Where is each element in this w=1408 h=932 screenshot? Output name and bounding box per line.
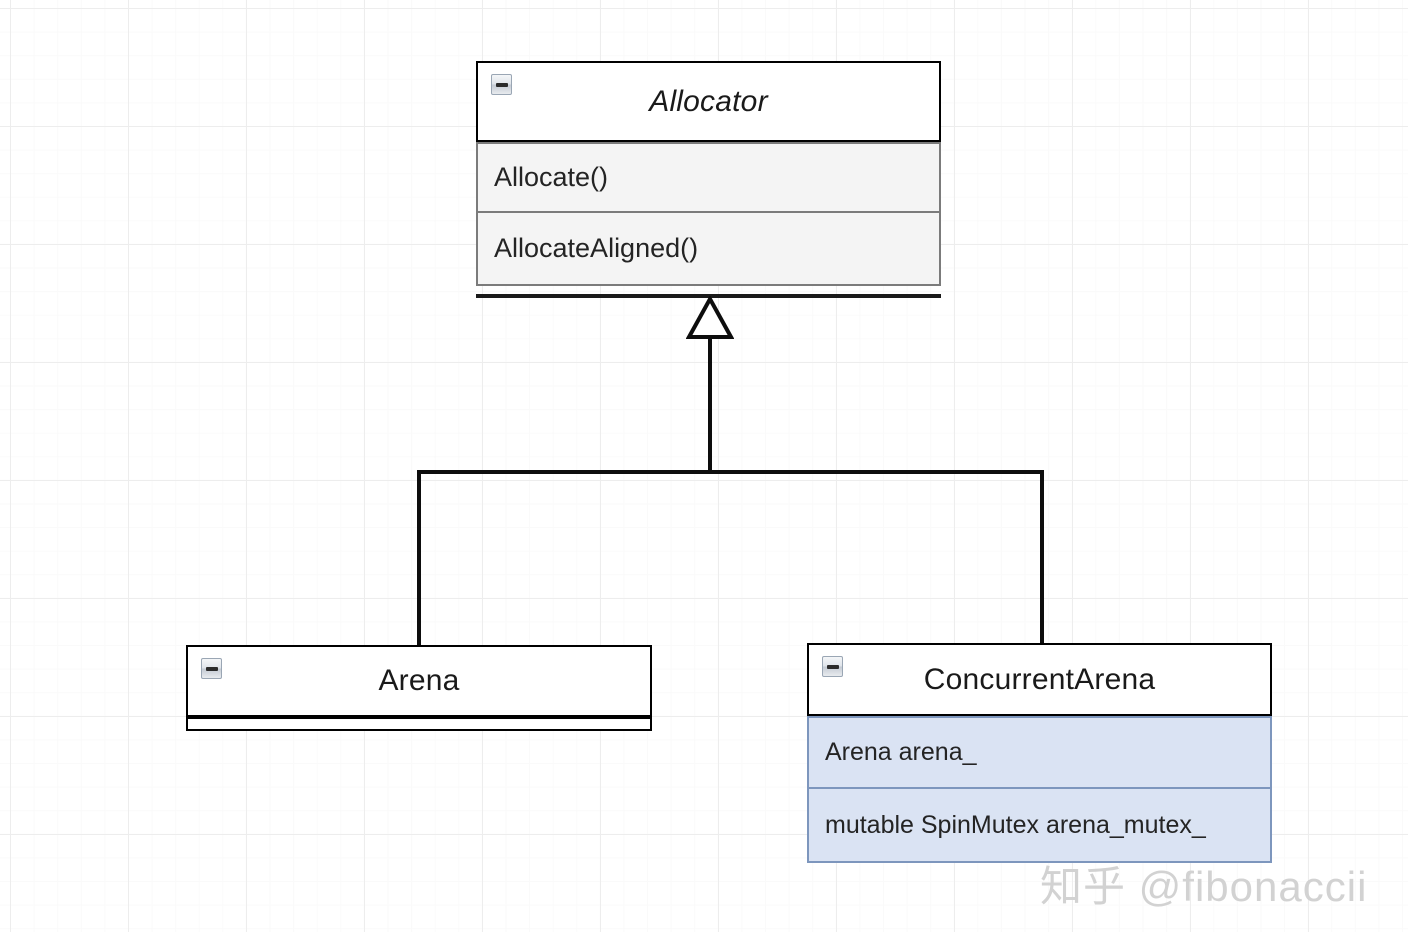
watermark: 知乎 @fibonaccii <box>1040 863 1368 910</box>
member-label: AllocateAligned() <box>494 233 699 263</box>
connector-drop-arena <box>417 470 421 648</box>
minus-icon[interactable] <box>491 74 512 95</box>
hollow-triangle-icon <box>685 294 735 339</box>
class-header-allocator: Allocator <box>476 61 941 142</box>
generalization-arrowhead <box>685 294 735 340</box>
connector-bus <box>417 470 1044 474</box>
class-header-arena: Arena <box>186 645 652 717</box>
connector-stem <box>708 336 712 473</box>
attribute-label: Arena arena_ <box>825 738 977 766</box>
class-empty-compartment <box>186 717 652 731</box>
class-member-row: Allocate() <box>476 142 941 213</box>
class-attribute-row: mutable SpinMutex arena_mutex_ <box>807 789 1272 863</box>
class-header-concurrent-arena: ConcurrentArena <box>807 643 1272 716</box>
class-name-arena: Arena <box>378 664 460 697</box>
class-name-allocator: Allocator <box>649 84 768 118</box>
class-box-arena[interactable]: Arena <box>186 645 652 731</box>
member-label: Allocate() <box>494 162 609 192</box>
class-attribute-row: Arena arena_ <box>807 716 1272 789</box>
class-member-row: AllocateAligned() <box>476 213 941 286</box>
class-bottom-rule <box>476 294 941 298</box>
minus-icon[interactable] <box>822 656 843 677</box>
class-box-concurrent-arena[interactable]: ConcurrentArena Arena arena_ mutable Spi… <box>807 643 1272 863</box>
attribute-label: mutable SpinMutex arena_mutex_ <box>825 810 1206 839</box>
class-name-concurrent-arena: ConcurrentArena <box>923 662 1156 696</box>
minus-icon[interactable] <box>201 658 222 679</box>
class-box-allocator[interactable]: Allocator Allocate() AllocateAligned() <box>476 61 941 298</box>
connector-drop-concurrent-arena <box>1040 470 1044 648</box>
